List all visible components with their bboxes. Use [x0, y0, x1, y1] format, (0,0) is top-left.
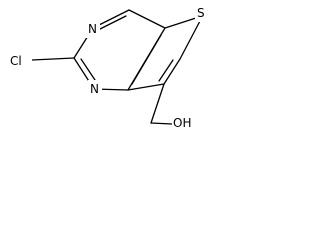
bond-c4-n3-inner — [97, 15, 127, 31]
bond-c7a-c4a-inner — [131, 34, 162, 85]
chlorine-atom-label: Cl — [10, 54, 22, 68]
bond-c6-c7-inner — [158, 59, 174, 82]
bond-c4a-s — [164, 17, 197, 29]
bond-ch2-oh — [150, 122, 173, 125]
sulfur-atom-label: S — [197, 6, 205, 20]
bond-c2-n1-inner — [80, 58, 98, 84]
bond-layer — [31, 9, 201, 125]
bond-s-c6 — [179, 20, 201, 60]
bond-c7-ch2 — [150, 83, 165, 124]
bond-c7-c7a — [127, 83, 165, 91]
hydroxyl-group-label: OH — [173, 116, 191, 130]
structure-canvas: S N N Cl OH — [0, 0, 226, 132]
thienopyrimidine-structure: S N N Cl OH — [10, 4, 209, 132]
bond-c6-c7 — [163, 58, 181, 85]
nitrogen-bottom-atom-label: N — [90, 82, 99, 96]
bond-c4-c4a — [128, 9, 166, 29]
nitrogen-top-atom-label: N — [88, 22, 97, 36]
atom-labels: S N N Cl OH — [10, 4, 209, 132]
bond-c2-cl — [31, 57, 75, 61]
